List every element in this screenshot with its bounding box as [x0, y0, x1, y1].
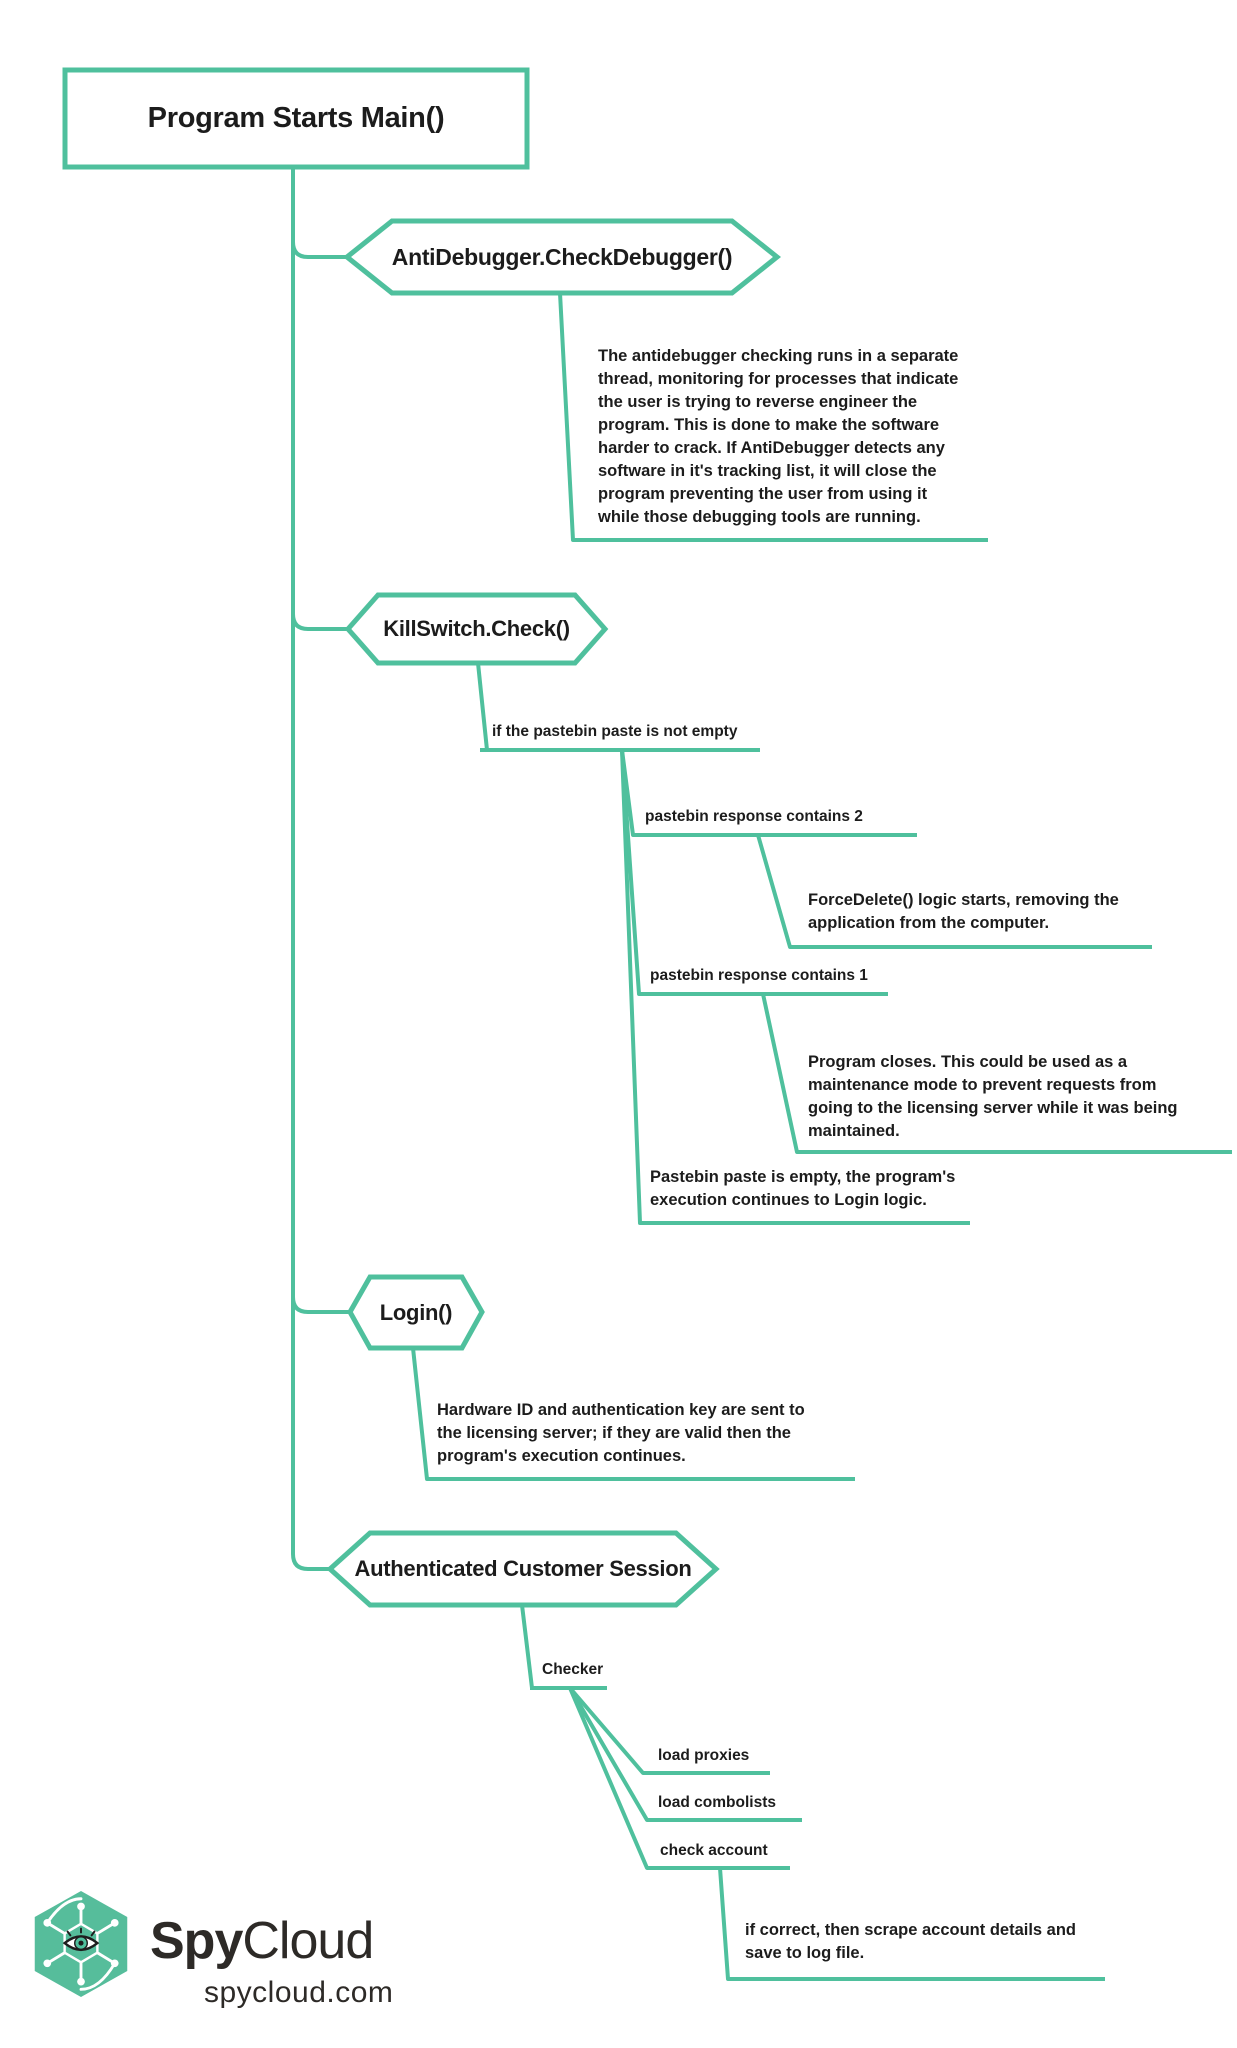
branch-load-proxies-label: load proxies — [658, 1747, 750, 1764]
trunk-line — [291, 166, 330, 1571]
domain-text: spycloud.com — [204, 1976, 394, 2009]
branch-load-combolists-label: load combolists — [658, 1794, 776, 1811]
branch-contains-1-label: pastebin response contains 1 — [650, 967, 868, 984]
hexagon-label-login: Login() — [379, 1299, 453, 1325]
elbow-antidebugger — [291, 241, 347, 259]
connector-checker — [520, 1604, 607, 1690]
branch-if-pastebin-label: if the pastebin paste is not empty — [492, 723, 738, 740]
eye-icon — [62, 1927, 100, 1952]
hexagon-label-authenticated-session: Authenticated Customer Session — [354, 1556, 692, 1581]
hexagon-antidebugger — [342, 218, 782, 296]
connector-pastebin-empty-note — [620, 749, 970, 1225]
hexagon-authenticated-session — [326, 1530, 720, 1608]
spycloud-logo: SpyCloud spycloud.com — [28, 1886, 393, 2010]
connector-antidebugger-note — [558, 292, 988, 542]
branch-check-account-label: check account — [660, 1842, 768, 1859]
elbow-killswitch — [291, 613, 348, 631]
root-node-label: Program Starts Main() — [147, 102, 445, 134]
brand-text-light: Cloud — [242, 1912, 374, 1970]
note-program-closes: Program closes. This could be used as a … — [808, 1053, 1178, 1140]
note-login: Hardware ID and authentication key are s… — [437, 1401, 805, 1465]
elbow-login — [291, 1296, 350, 1314]
note-pastebin-empty: Pastebin paste is empty, the program's e… — [650, 1168, 956, 1209]
connector-load-proxies — [568, 1686, 770, 1775]
connector-if-correct-note — [718, 1867, 1105, 1981]
connector-login-note — [411, 1347, 855, 1481]
connector-contains-1 — [620, 749, 888, 996]
branch-contains-2-label: pastebin response contains 2 — [645, 808, 863, 825]
hexagon-login — [347, 1274, 485, 1351]
connector-load-combolists — [568, 1686, 802, 1822]
connector-forcedelete-note — [756, 834, 1152, 949]
spycloud-cube-eye-icon — [34, 1891, 128, 1998]
hexagon-label-killswitch: KillSwitch.Check() — [383, 616, 570, 641]
hexagon-killswitch — [344, 592, 609, 666]
brand-text: SpyCloud — [150, 1912, 393, 1970]
note-if-correct: if correct, then scrape account details … — [745, 1921, 1077, 1962]
connector-check-account — [568, 1687, 790, 1870]
root-node-box — [62, 67, 530, 170]
brand-text-bold: Spy — [150, 1912, 243, 1970]
note-antidebugger: The antidebugger checking runs in a sepa… — [598, 347, 959, 526]
branch-checker-label: Checker — [542, 1661, 604, 1678]
hexagon-label-antidebugger: AntiDebugger.CheckDebugger() — [391, 243, 733, 270]
connector-if-pastebin — [476, 662, 760, 752]
note-forcedelete: ForceDelete() logic starts, removing the… — [808, 891, 1119, 932]
connector-program-closes-note — [761, 993, 1232, 1154]
